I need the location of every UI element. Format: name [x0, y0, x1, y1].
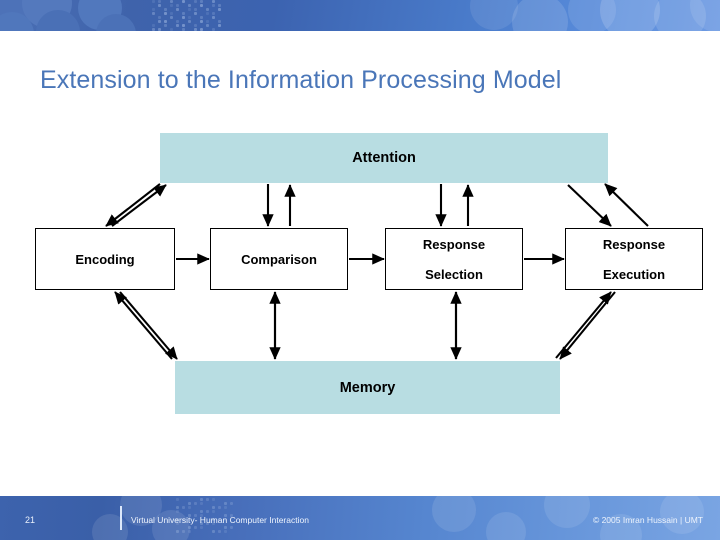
footer-page-number: 21: [25, 515, 36, 525]
footer-dot-pattern: [176, 498, 246, 538]
header-glow-decor: [600, 0, 660, 31]
header-glow-decor: [654, 0, 706, 31]
node-comparison-line1: Comparison: [241, 251, 317, 267]
arrow-memory-to-response-execution: [555, 291, 612, 359]
arrow-memory-to-encoding: [114, 291, 173, 360]
footer-circle-decor: [152, 510, 190, 540]
node-encoding: Encoding: [35, 228, 175, 290]
arrow-encoding-to-attention: [111, 184, 167, 227]
header-band: [0, 0, 720, 31]
footer-divider: [120, 506, 122, 530]
footer-circle-decor: [544, 496, 590, 528]
attention-label: Attention: [352, 150, 416, 166]
header-dot-pattern: [152, 0, 236, 31]
node-response-execution-line2: Execution: [602, 266, 666, 282]
footer-circle-decor: [486, 512, 526, 540]
arrow-attention-to-encoding: [105, 183, 161, 227]
node-response-execution-line1: Response: [602, 236, 666, 252]
header-glow-decor: [568, 0, 616, 31]
memory-band: Memory: [175, 361, 560, 414]
node-response-selection-line1: Response: [422, 236, 486, 252]
information-processing-diagram: Attention Memory Encoding Comparison Res…: [35, 133, 703, 414]
arrow-attention-to-response-execution: [567, 184, 612, 227]
footer-copyright: © 2005 Imran Hussain | UMT: [592, 515, 703, 525]
header-circle-decor: [36, 10, 80, 31]
node-response-execution: Response Execution: [565, 228, 703, 290]
footer-circle-decor: [92, 514, 128, 540]
footer-course-text: Virtual University- Human Computer Inter…: [131, 515, 309, 525]
header-circle-decor: [96, 14, 136, 31]
node-encoding-line1: Encoding: [75, 251, 135, 267]
memory-label: Memory: [339, 379, 396, 396]
arrow-response-execution-to-attention: [604, 183, 649, 227]
header-circle-decor: [0, 12, 34, 31]
footer-circle-decor: [432, 496, 476, 532]
header-glow-decor: [512, 0, 568, 31]
node-response-selection: Response Selection: [385, 228, 523, 290]
node-response-selection-line2: Selection: [425, 266, 483, 282]
arrow-response-execution-to-memory: [559, 291, 616, 360]
diagram-arrow-layer: [105, 183, 649, 360]
arrow-encoding-to-memory: [119, 291, 178, 360]
attention-band: Attention: [160, 133, 608, 183]
slide-title: Extension to the Information Processing …: [40, 66, 562, 94]
node-comparison: Comparison: [210, 228, 348, 290]
footer-circle-decor: [660, 496, 704, 534]
